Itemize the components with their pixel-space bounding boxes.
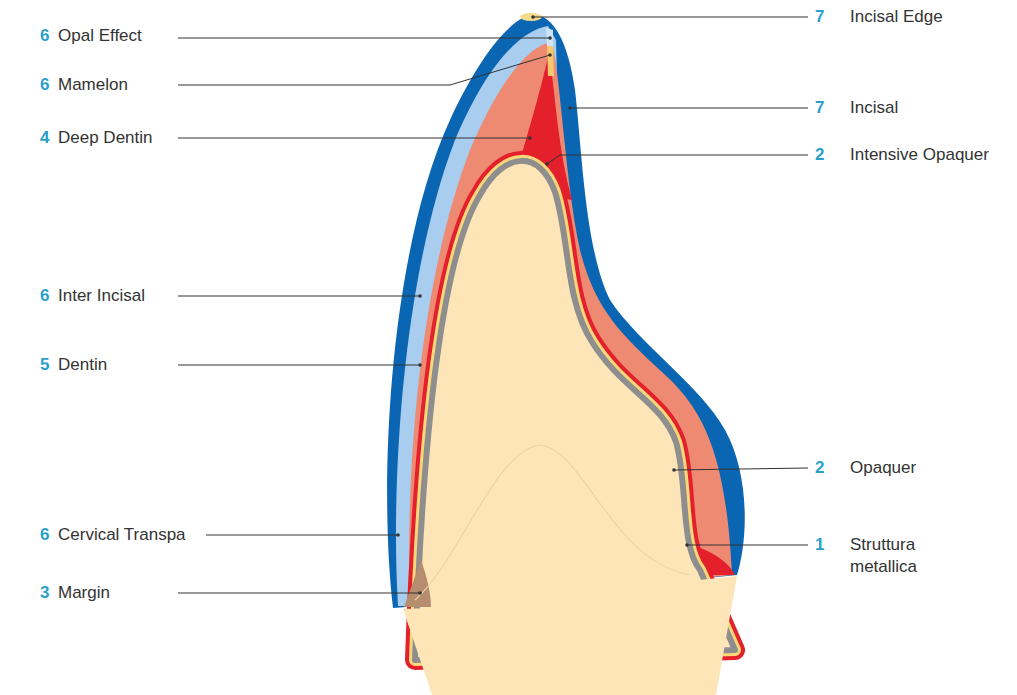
leader-dots: [396, 15, 689, 595]
leader-lines: [178, 17, 808, 593]
opal-effect-layer: [546, 28, 553, 46]
part-label: Struttura metallica: [850, 534, 945, 578]
leader-dot: [548, 53, 552, 57]
callout-number: 7: [815, 97, 824, 119]
leader-dot: [418, 363, 422, 367]
part-label: Cervical Transpa: [58, 524, 186, 546]
leader-dot: [418, 591, 422, 595]
part-label: Opaquer: [850, 457, 916, 479]
leader-dot: [418, 294, 422, 298]
margin-layer: [404, 560, 431, 607]
callout-number: 2: [815, 457, 824, 479]
leader-line: [178, 55, 550, 85]
leader-line: [570, 108, 808, 109]
callout-number: 7: [815, 6, 824, 28]
part-label: Incisal: [850, 97, 898, 119]
callout-number: 6: [40, 285, 49, 307]
part-label: Intensive Opaquer: [850, 144, 989, 166]
leader-dot: [531, 15, 535, 19]
leader-line: [178, 593, 420, 594]
leader-line: [178, 296, 420, 297]
stump-outline: [415, 445, 690, 600]
callout-number: 4: [40, 127, 49, 149]
callout-number: 6: [40, 524, 49, 546]
leader-line: [533, 17, 808, 18]
leader-dot: [548, 36, 552, 40]
leader-line: [547, 155, 808, 164]
callout-number: 5: [40, 354, 49, 376]
leader-line: [178, 38, 550, 39]
leader-dot: [396, 533, 400, 537]
leader-line: [178, 138, 530, 139]
leader-dot: [672, 468, 676, 472]
leader-line: [178, 365, 420, 366]
leader-line: [206, 535, 398, 536]
leader-line: [674, 468, 808, 470]
callout-number: 6: [40, 25, 49, 47]
callout-number: 3: [40, 582, 49, 604]
part-label: Incisal Edge: [850, 6, 943, 28]
leader-dot: [685, 543, 689, 547]
part-label: Margin: [58, 582, 110, 604]
mamelon-layer: [547, 46, 554, 76]
tooth-root: [403, 576, 737, 695]
callout-number: 6: [40, 74, 49, 96]
part-label: Deep Dentin: [58, 127, 153, 149]
leader-dot: [568, 106, 572, 110]
leader-dot: [545, 162, 549, 166]
leader-line: [687, 545, 808, 546]
part-label: Mamelon: [58, 74, 128, 96]
part-label: Inter Incisal: [58, 285, 145, 307]
part-label: Opal Effect: [58, 25, 142, 47]
part-label: Dentin: [58, 354, 107, 376]
leader-dot: [528, 136, 532, 140]
callout-number: 2: [815, 144, 824, 166]
callout-number: 1: [815, 534, 824, 556]
